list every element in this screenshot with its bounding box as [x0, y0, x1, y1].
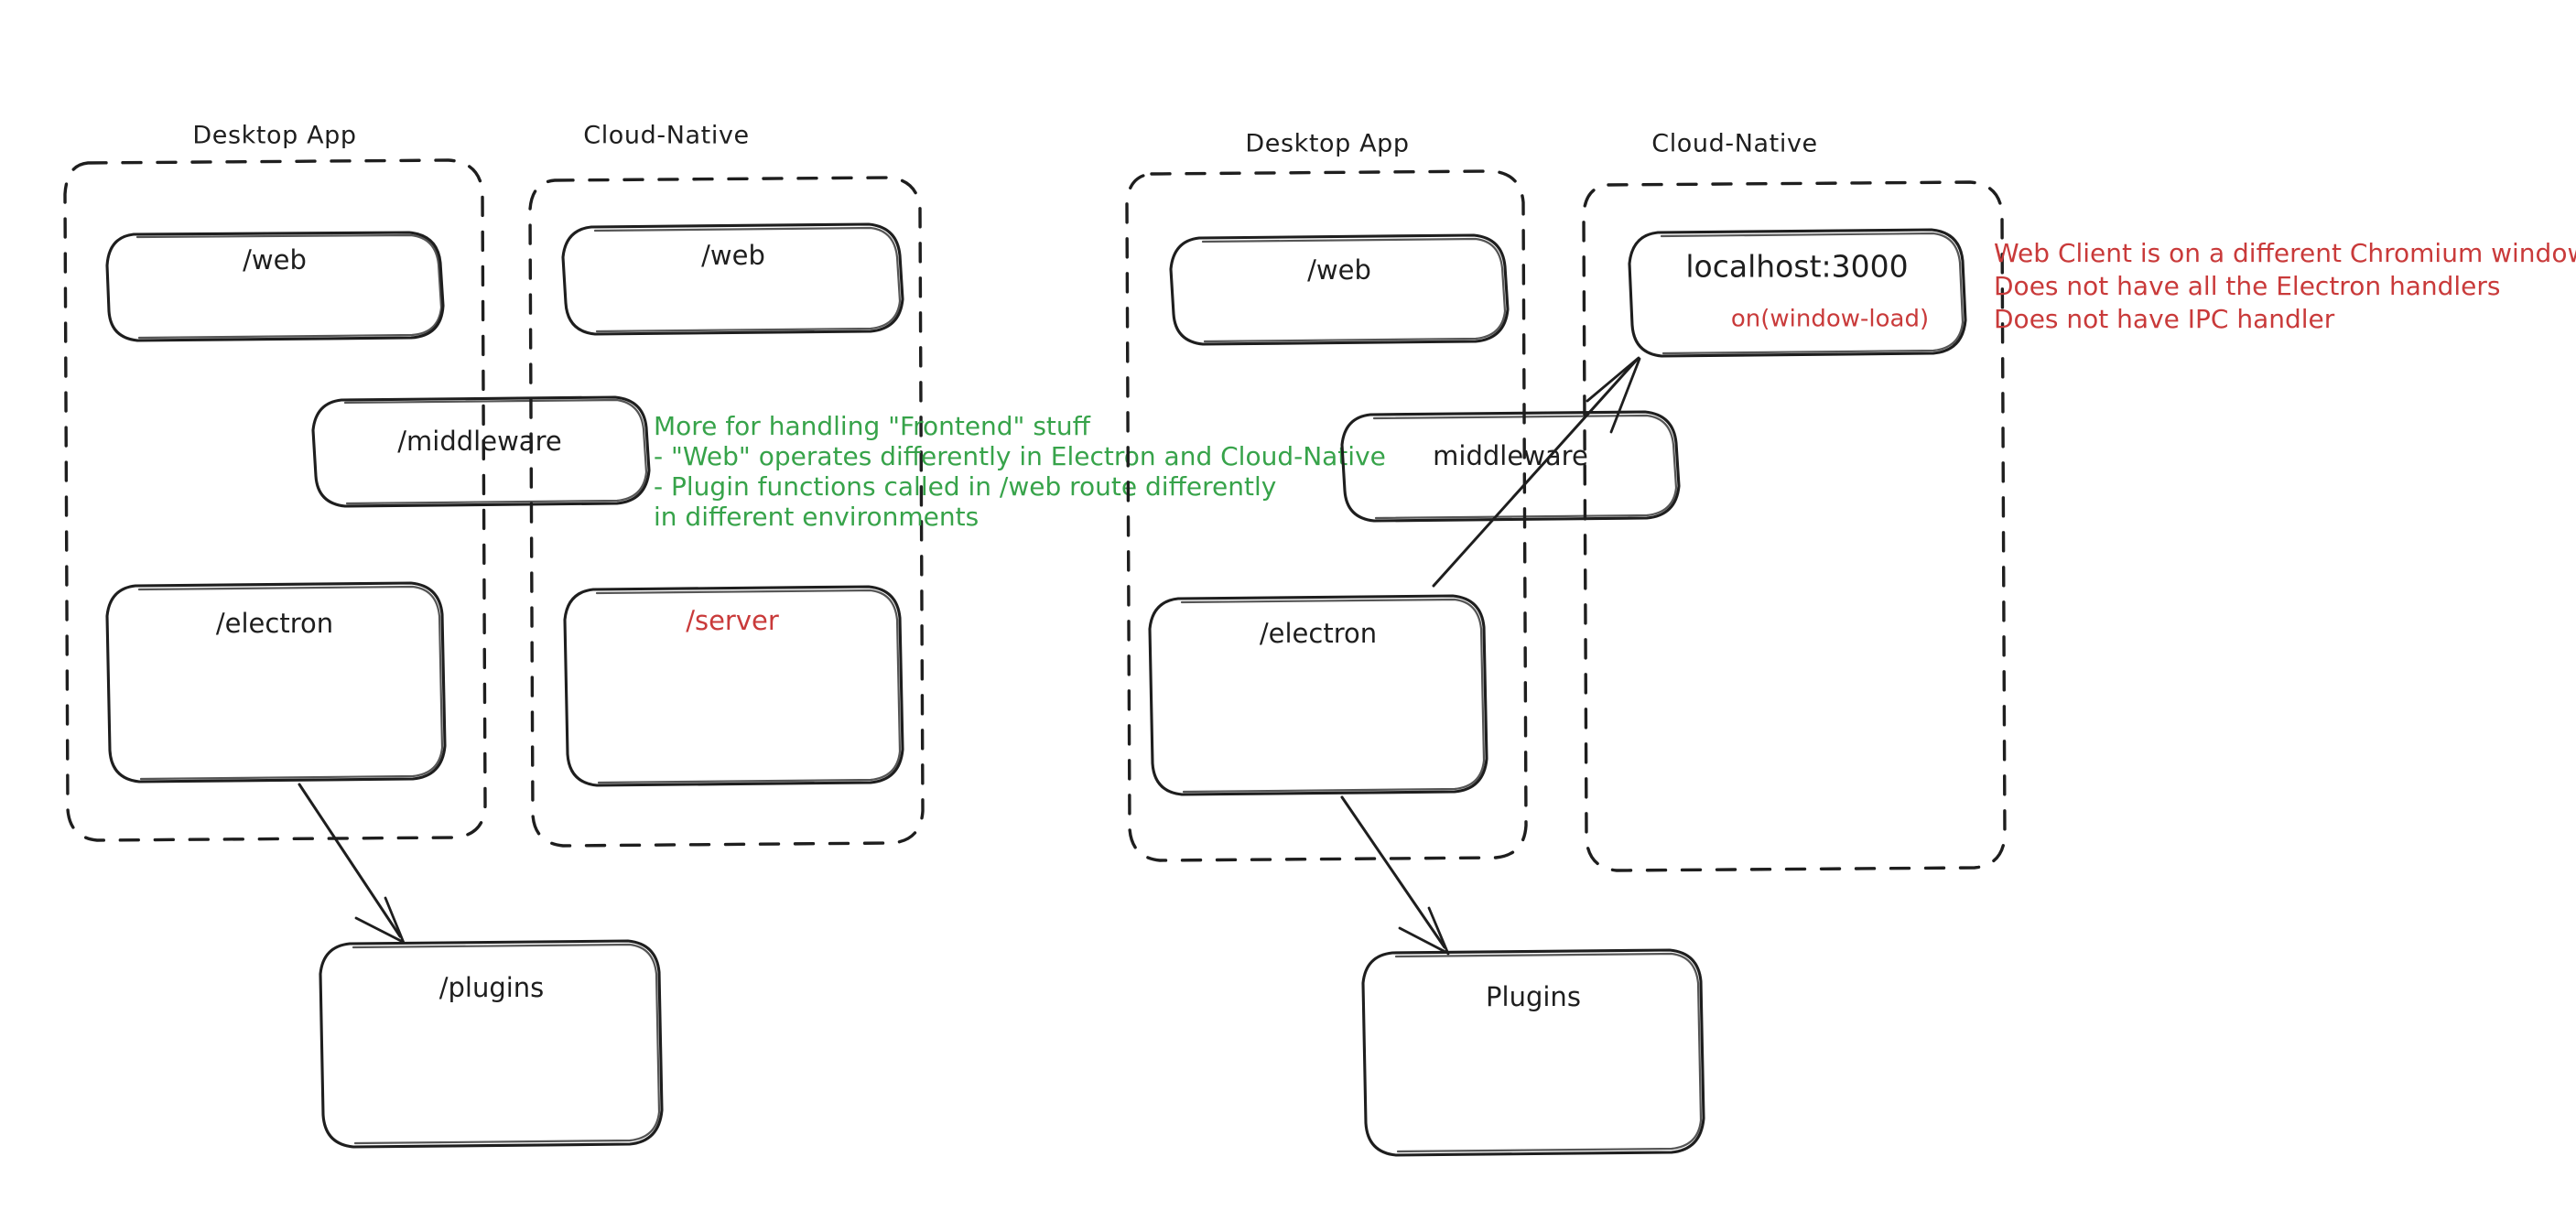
node-right-desktop-web[interactable]: /web — [1169, 233, 1510, 346]
node-right-middleware[interactable]: middleware — [1340, 410, 1681, 523]
right-desktop-web-outline-shadow — [1201, 237, 1507, 343]
left-electron-outline-shadow — [137, 585, 444, 781]
node-left-server[interactable]: /server — [563, 585, 904, 787]
right-localhost-label: localhost:3000 — [1685, 249, 1908, 285]
arrow-right-electron-to-plugins — [1340, 795, 1450, 956]
left-cloud-native-label: Cloud-Native — [583, 122, 750, 150]
right-electron-localhost-shaft — [1432, 358, 1639, 588]
node-left-desktop-web[interactable]: /web — [105, 231, 445, 342]
right-electron-localhost-head-b — [1609, 357, 1641, 434]
left-server-label: /server — [686, 605, 779, 636]
left-middleware-outline — [311, 395, 651, 508]
right-electron-localhost-head-a — [1586, 356, 1640, 403]
left-plugins-outline-shadow — [352, 943, 661, 1145]
left-server-outline-shadow — [595, 589, 902, 784]
left-cloud-web-outline — [561, 222, 904, 336]
web-client-note-line-1: Web Client is on a different Chromium wi… — [1994, 238, 2576, 268]
right-cloud-native-boundary — [1582, 180, 2007, 872]
node-left-cloud-web[interactable]: /web — [561, 222, 904, 336]
node-left-middleware[interactable]: /middleware — [311, 395, 651, 508]
note-frontend: More for handling "Frontend" stuff - "We… — [654, 411, 1386, 532]
right-middleware-label: middleware — [1433, 440, 1588, 471]
arrow-right-electron-to-localhost — [1432, 356, 1641, 588]
right-plugins-label: Plugins — [1486, 981, 1581, 1012]
left-electron-outline — [105, 581, 447, 784]
frontend-note-line-1: More for handling "Frontend" stuff — [654, 411, 1091, 441]
right-desktop-web-label: /web — [1307, 254, 1371, 286]
note-web-client: Web Client is on a different Chromium wi… — [1994, 238, 2576, 334]
left-cloud-native-boundary — [528, 176, 925, 848]
right-desktop-app-boundary — [1125, 169, 1528, 862]
frontend-note-line-3: - Plugin functions called in /web route … — [654, 471, 1276, 502]
right-electron-outline-shadow — [1180, 598, 1486, 794]
node-right-localhost[interactable]: localhost:3000 on(window-load) — [1628, 228, 1967, 358]
right-electron-plugins-shaft — [1340, 795, 1446, 949]
left-desktop-web-outline — [105, 231, 445, 342]
web-client-note-line-3: Does not have IPC handler — [1994, 304, 2335, 334]
right-localhost-outline — [1628, 228, 1967, 358]
group-left-desktop-app: Desktop App — [63, 122, 487, 842]
left-cloud-web-outline-shadow — [593, 226, 902, 333]
node-right-plugins[interactable]: Plugins — [1361, 948, 1705, 1157]
left-plugins-label: /plugins — [439, 972, 545, 1003]
right-electron-plugins-head-b — [1427, 906, 1450, 956]
right-electron-plugins-head-a — [1398, 926, 1449, 955]
right-plugins-outline-shadow — [1394, 952, 1703, 1153]
right-electron-outline — [1148, 594, 1488, 796]
left-server-outline — [563, 585, 904, 787]
right-cloud-native-label: Cloud-Native — [1651, 130, 1818, 158]
left-desktop-web-outline-shadow — [135, 233, 443, 340]
frontend-note-line-2: - "Web" operates differently in Electron… — [654, 441, 1386, 471]
node-left-electron[interactable]: /electron — [105, 581, 447, 784]
node-left-plugins[interactable]: /plugins — [319, 939, 664, 1149]
group-left-cloud-native: Cloud-Native — [528, 122, 925, 848]
arrow-left-electron-to-plugins — [298, 783, 406, 945]
group-right-desktop-app: Desktop App — [1125, 130, 1528, 862]
left-plugins-outline — [319, 939, 664, 1149]
right-plugins-outline — [1361, 948, 1705, 1157]
right-middleware-outline — [1340, 410, 1681, 523]
web-client-note-line-2: Does not have all the Electron handlers — [1994, 271, 2501, 301]
right-electron-label: /electron — [1260, 618, 1377, 649]
frontend-note-line-4: in different environments — [654, 502, 979, 532]
left-middleware-outline-shadow — [343, 398, 648, 505]
right-localhost-outline-shadow — [1660, 232, 1964, 355]
right-desktop-web-outline — [1169, 233, 1510, 346]
left-desktop-app-boundary — [63, 158, 487, 842]
left-cloud-web-label: /web — [701, 240, 765, 271]
right-localhost-sublabel: on(window-load) — [1731, 306, 1929, 333]
left-electron-plugins-head-b — [384, 896, 406, 945]
left-electron-plugins-head-a — [354, 916, 405, 944]
left-electron-label: /electron — [216, 608, 333, 639]
node-right-electron[interactable]: /electron — [1148, 594, 1488, 796]
left-desktop-web-label: /web — [243, 244, 307, 276]
group-right-cloud-native: Cloud-Native — [1582, 130, 2007, 872]
left-desktop-app-label: Desktop App — [192, 122, 356, 150]
left-middleware-label: /middleware — [397, 426, 561, 457]
right-desktop-app-label: Desktop App — [1245, 130, 1409, 158]
left-electron-plugins-shaft — [298, 783, 402, 938]
right-middleware-outline-shadow — [1372, 414, 1678, 520]
